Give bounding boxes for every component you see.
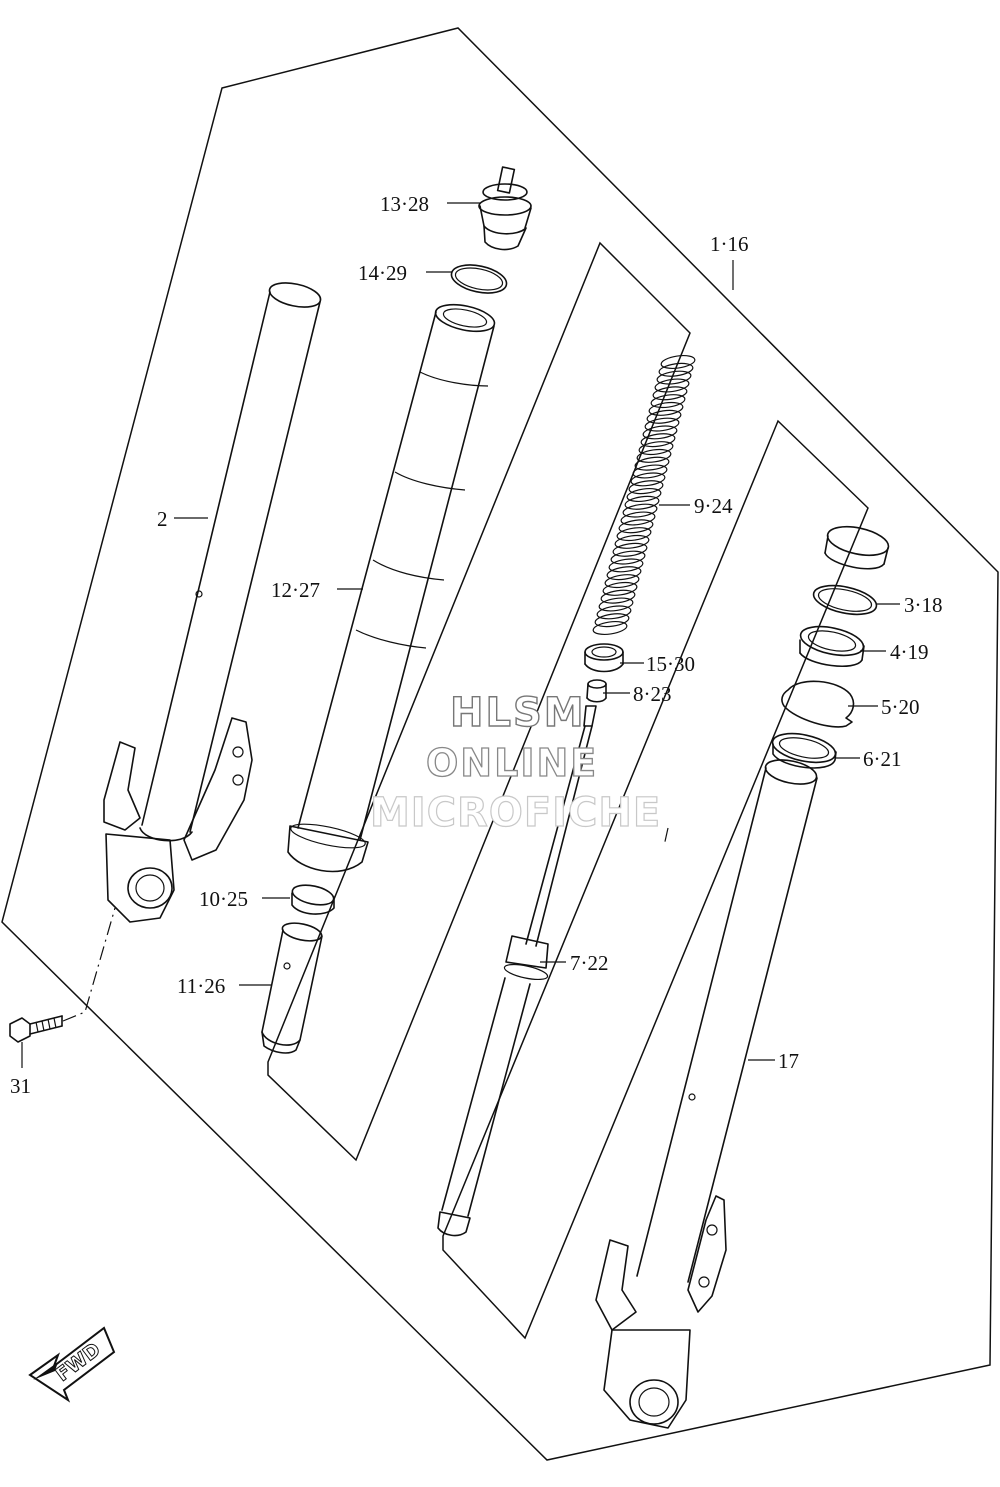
spring-coil <box>630 472 666 487</box>
spring-coil <box>610 550 646 565</box>
spring-coil <box>612 542 648 557</box>
part-14-o-ring <box>450 264 508 294</box>
spring-coil <box>642 425 678 440</box>
spring-coil <box>640 433 676 448</box>
bolt-alignment-line <box>62 907 116 1022</box>
part-13-fork-cap <box>478 166 532 251</box>
part-15-spacer <box>584 643 624 673</box>
spring-coil <box>618 519 654 534</box>
watermark-line-2: ONLINE <box>426 741 598 785</box>
label-part-17: 17 <box>778 1049 799 1073</box>
spring-coil <box>622 503 658 518</box>
label-part-12-27: 12·27 <box>271 578 320 602</box>
part-3-oil-seal <box>824 525 890 570</box>
spring-coil <box>606 566 642 581</box>
spring-coil <box>596 605 632 620</box>
spring-coil <box>624 495 660 510</box>
spring-coil <box>652 386 688 401</box>
group-outline-damper <box>267 241 691 1162</box>
spring-coil <box>658 362 694 377</box>
part-5-20-snap-ring <box>781 680 855 728</box>
spring-coil <box>626 488 662 502</box>
label-part-5-20: 5·20 <box>881 695 920 719</box>
label-part-8-23: 8·23 <box>633 682 672 706</box>
part-3-18-stopper-ring <box>812 584 878 616</box>
label-part-3-18: 3·18 <box>904 593 943 617</box>
spring-coil <box>594 613 630 628</box>
spring-coil <box>636 448 672 463</box>
spring-coil <box>660 355 696 369</box>
spring-coil <box>646 409 682 424</box>
label-part-1-16: 1·16 <box>710 232 749 256</box>
part-2-outer-tube-left <box>103 282 322 923</box>
label-part-2: 2 <box>157 507 168 531</box>
spring-coil <box>628 480 664 495</box>
spring-coil <box>634 456 670 471</box>
label-part-14-29: 14·29 <box>358 261 407 285</box>
part-10-seat <box>291 884 335 915</box>
part-7-damper-rod <box>437 705 597 1237</box>
watermark-line-3: MICROFICHE <box>370 790 661 836</box>
part-8-lock-nut <box>586 679 607 703</box>
label-part-15-30: 15·30 <box>646 652 695 676</box>
spring-coil <box>616 527 652 542</box>
spring-coil <box>598 597 634 612</box>
part-31-bolt <box>9 1015 63 1043</box>
spring-coil <box>620 511 656 526</box>
label-part-13-28: 13·28 <box>380 192 429 216</box>
rod-alignment-line <box>663 827 669 847</box>
label-part-4-19: 4·19 <box>890 640 929 664</box>
spring-coil <box>614 534 650 549</box>
fwd-arrow-icon: FWD <box>28 1326 116 1403</box>
spring-coil <box>632 464 668 479</box>
part-17-outer-tube-right <box>595 759 818 1429</box>
part-12-inner-tube <box>287 303 496 873</box>
leader-lines <box>21 202 900 1068</box>
spring-coil <box>608 558 644 573</box>
label-part-10-25: 10·25 <box>199 887 248 911</box>
label-part-7-22: 7·22 <box>570 951 609 975</box>
spring-coil <box>644 417 680 432</box>
spring-coil <box>648 401 684 416</box>
assembly-outline <box>1 27 999 1461</box>
part-6-21-bushing <box>771 732 837 769</box>
spring-coil <box>656 370 692 385</box>
label-part-31: 31 <box>10 1074 31 1098</box>
label-part-9-24: 9·24 <box>694 494 733 518</box>
part-4-19-dust-seal <box>799 625 865 667</box>
watermark-line-1: HLSM <box>450 690 586 736</box>
spring-coil <box>654 378 690 393</box>
spring-coil <box>650 394 686 409</box>
part-9-fork-spring <box>592 355 696 635</box>
spring-coil <box>600 589 636 604</box>
spring-coil <box>592 621 628 635</box>
spring-coil <box>638 441 674 456</box>
spring-coil <box>604 574 640 589</box>
part-11-oil-lock-piece <box>261 922 323 1054</box>
label-part-11-26: 11·26 <box>177 974 225 998</box>
spring-coil <box>602 581 638 596</box>
label-part-6-21: 6·21 <box>863 747 902 771</box>
